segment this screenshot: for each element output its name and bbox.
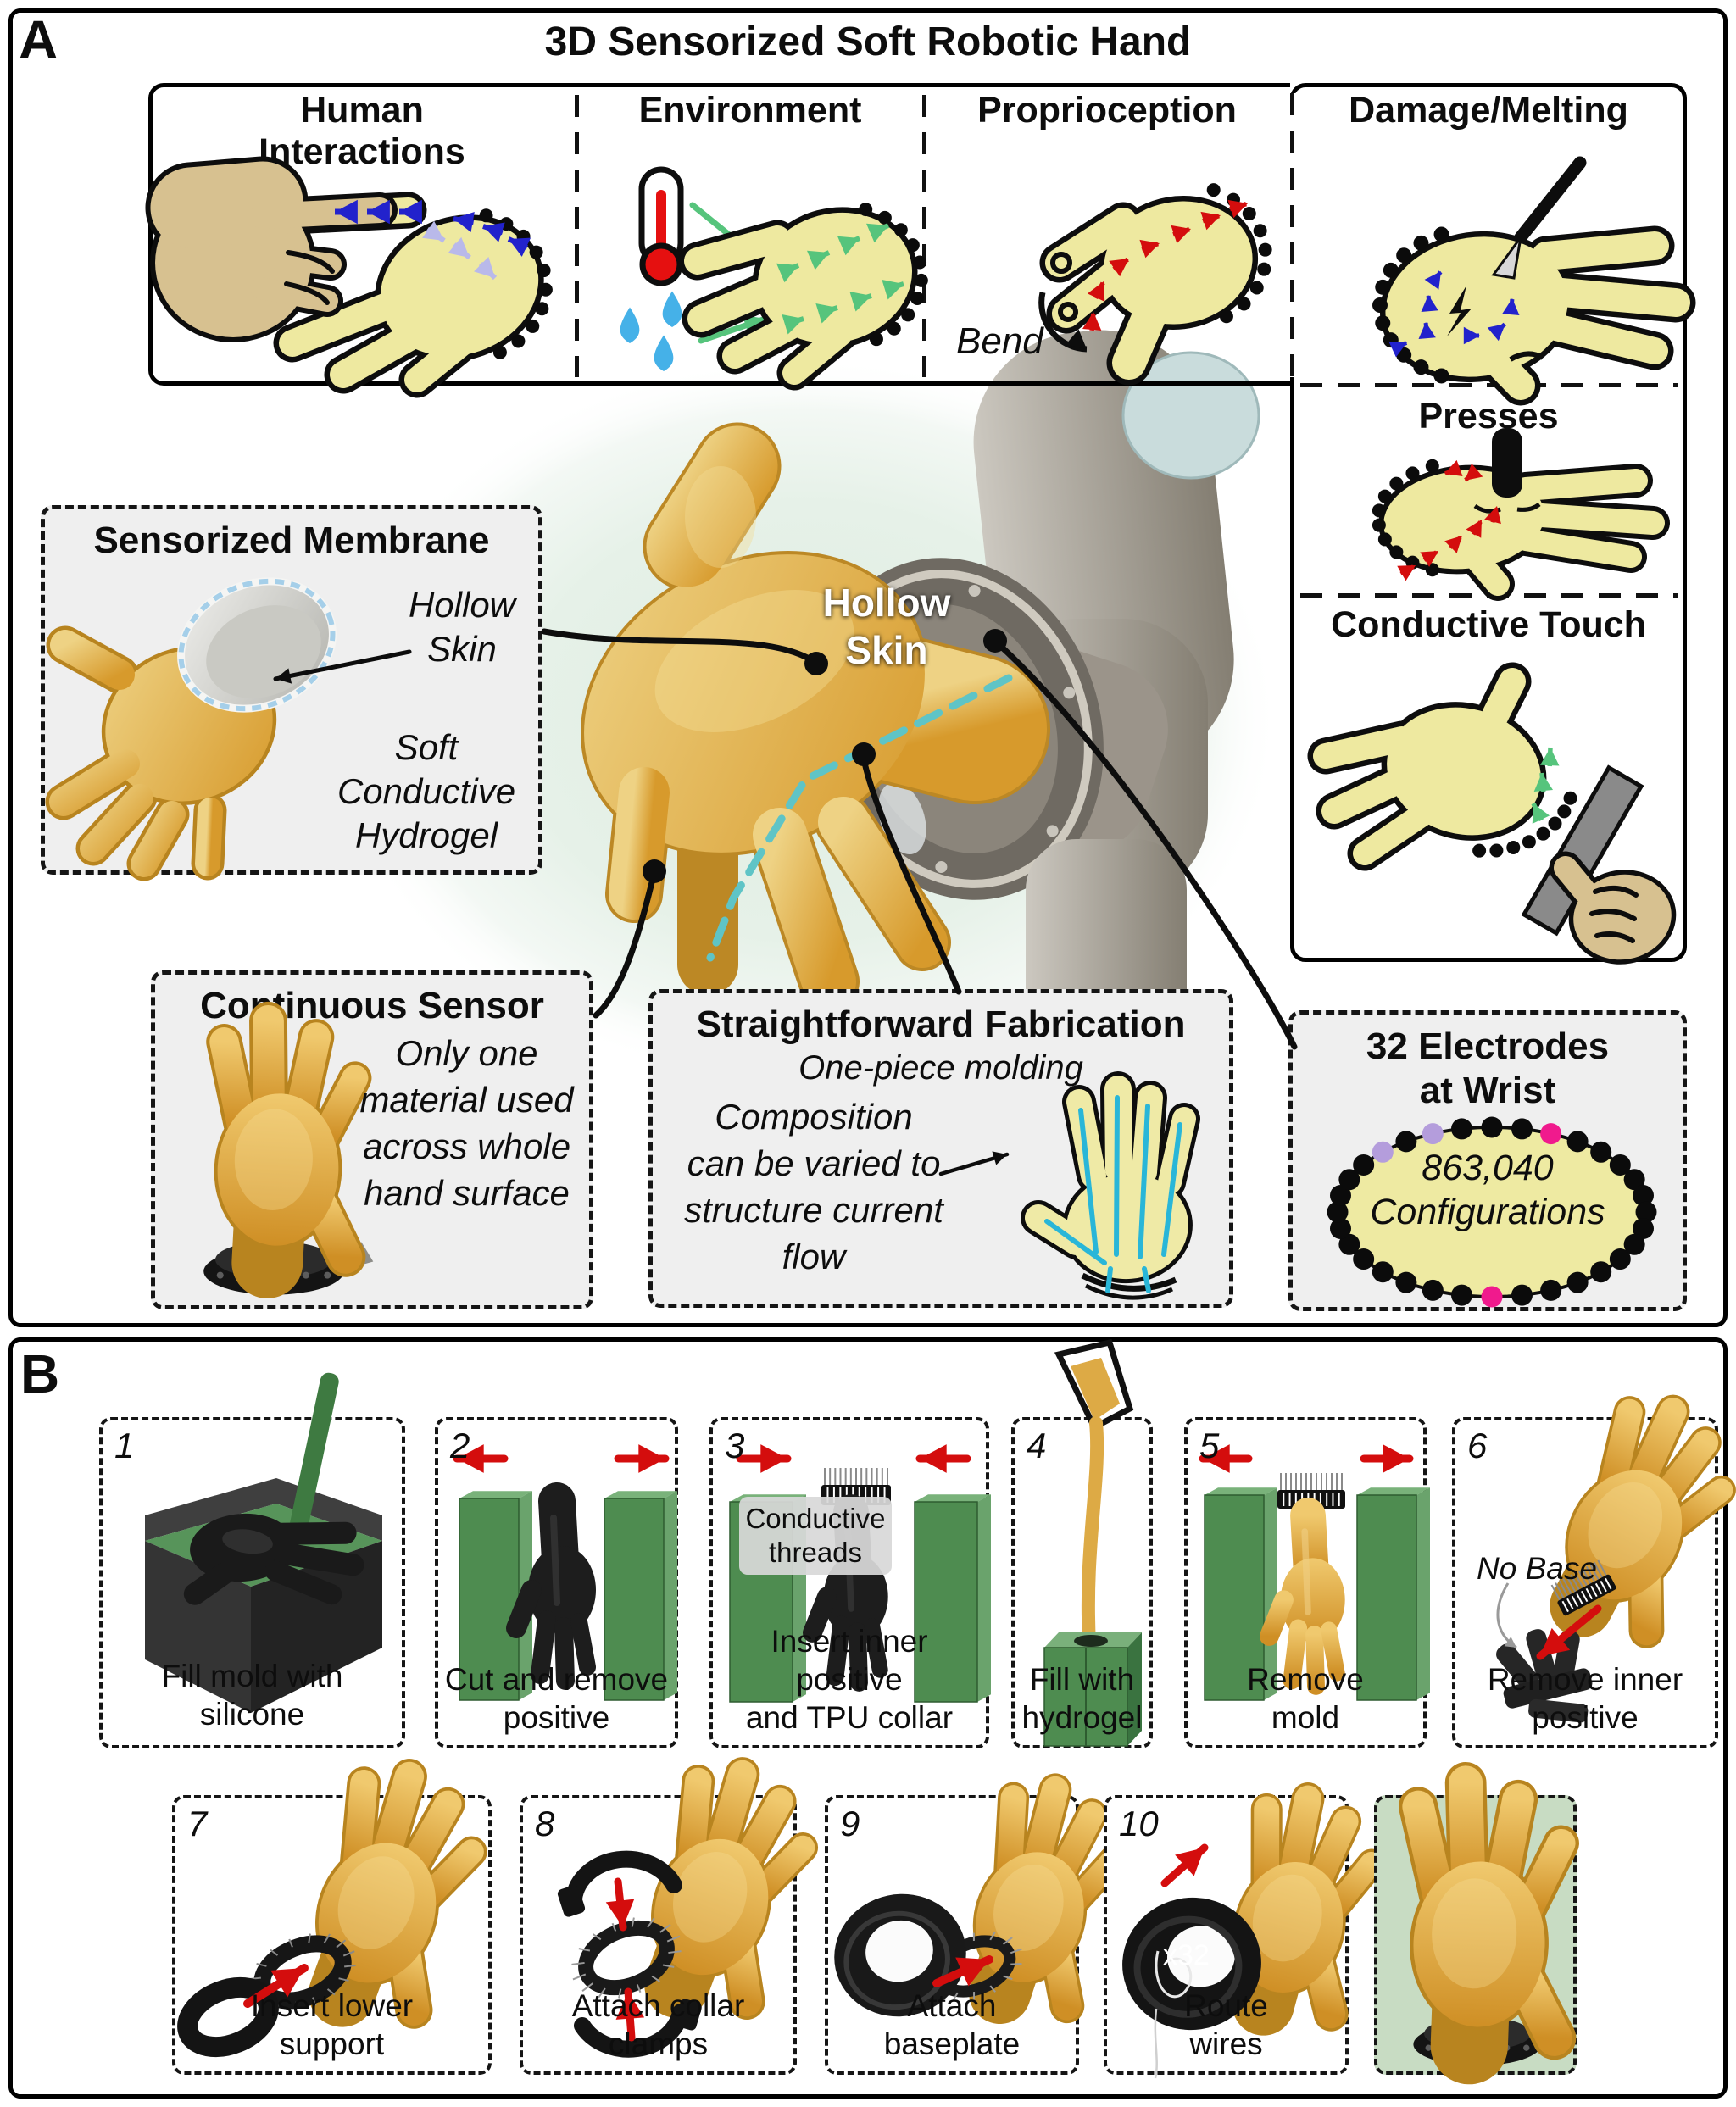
photo-hollow-skin-label: Hollow Skin [822, 581, 951, 672]
environment-illustration [620, 166, 928, 391]
step-9-number: 9 [840, 1804, 860, 1843]
sensorized-membrane-title: Sensorized Membrane [93, 520, 490, 561]
final-hand-art [1399, 1761, 1579, 2085]
electrodes-body: 863,040 Configurations [1370, 1148, 1605, 1232]
sensorized-membrane-box: Sensorized Membrane [41, 505, 542, 881]
electrodes-box: 32 Electrodes at Wrist [1288, 1010, 1687, 1311]
step-3-number: 3 [725, 1426, 745, 1465]
right-column-box [1290, 83, 1687, 962]
step-7-caption: Insert lower support [250, 1988, 414, 2061]
panel-a-label: A [19, 9, 58, 70]
section-title-proprioception: Proprioception [977, 90, 1237, 131]
fabrication-title: Straightforward Fabrication [696, 1003, 1186, 1045]
electrode-ring-illustration [1327, 1116, 1657, 1308]
step-6-caption: Remove inner positive [1487, 1662, 1683, 1735]
panel-b-label: B [20, 1343, 60, 1404]
figure-title: 3D Sensorized Soft Robotic Hand [544, 19, 1192, 64]
continuous-sensor-hand [203, 1001, 374, 1298]
section-title-conductive-touch: Conductive Touch [1331, 604, 1646, 645]
step-5-caption: Remove mold [1247, 1662, 1364, 1735]
membrane-hand-illustration [45, 577, 412, 881]
fabrication-box: Straightforward Fabrication One-piece mo… [648, 989, 1233, 1308]
step-10-art [1122, 1782, 1386, 2079]
step-9-box: 9 Attach baseplate [825, 1773, 1130, 2075]
step-3-caption: Insert inner positive and TPU collar [745, 1624, 954, 1735]
step-9-caption: Attach baseplate [883, 1988, 1021, 2061]
step-1-number: 1 [114, 1426, 135, 1465]
x32-annotation: x32 [1163, 1939, 1210, 1971]
continuous-sensor-box: Continuous Sensor [151, 970, 593, 1309]
step-8-caption: Attach collar clamps [571, 1988, 745, 2061]
step-10-box: 10 Route wires [1104, 1782, 1386, 2079]
step-2-caption: Cut and remove positive [444, 1662, 669, 1735]
step-10-caption: Route wires [1184, 1988, 1268, 2061]
separator-damage-presses [1300, 383, 1678, 387]
step-4-box: 4 Fill with hydrogel [1011, 1338, 1153, 1748]
section-title-presses: Presses [1418, 396, 1559, 436]
conductive-touch-illustration [1307, 662, 1677, 965]
step-2-number: 2 [450, 1426, 470, 1465]
top-strip-box [148, 83, 1290, 386]
separator-proprioception-damage [1290, 93, 1294, 377]
step-4-number: 4 [1027, 1426, 1047, 1465]
fabrication-glove-illustration [938, 1071, 1200, 1300]
separator-environment-proprioception [922, 95, 926, 377]
presses-illustration [1372, 428, 1670, 601]
step-7-number: 7 [187, 1804, 208, 1843]
step-1-caption: Fill mold with silicone [161, 1659, 343, 1732]
step-2-art [453, 1444, 677, 1701]
human-interactions-illustration [145, 156, 553, 398]
membrane-hydrogel-label: Soft Conductive Hydrogel [337, 727, 516, 855]
step-5-art [1199, 1444, 1430, 1701]
section-title-human-interactions: Human Interactions [259, 90, 465, 172]
section-title-damage-melting: Damage/Melting [1349, 90, 1628, 131]
electrodes-title: 32 Electrodes at Wrist [1366, 1026, 1610, 1111]
bend-annotation: Bend [956, 320, 1043, 362]
conductive-threads-annotation: Conductive threads [739, 1497, 892, 1575]
membrane-hollow-skin-label: Hollow Skin [408, 585, 516, 669]
continuous-sensor-body: Only one material used across whole hand… [359, 1033, 574, 1213]
step-1-box: 1 Fill mold with silicone [99, 1372, 405, 1748]
step-7-art [177, 1759, 487, 2058]
step-8-art [557, 1757, 819, 2058]
step-4-art [1043, 1338, 1142, 1747]
step-9-art [834, 1773, 1130, 2024]
step-6-box: 6 Remove inner positive [1452, 1394, 1736, 1748]
damage-melting-illustration [1372, 156, 1696, 406]
fabrication-body: Composition can be varied to structure c… [684, 1097, 943, 1276]
final-hand-box [1374, 1761, 1579, 2085]
step-5-box: 5 Remove mold [1184, 1417, 1430, 1748]
section-title-environment: Environment [638, 90, 862, 131]
separator-human-environment [575, 95, 579, 377]
step-10-number: 10 [1119, 1804, 1159, 1843]
step-8-number: 8 [535, 1804, 555, 1843]
step-6-art [1496, 1394, 1736, 1723]
step-8-box: 8 Attach collar clamps [520, 1757, 819, 2075]
fabrication-subtitle: One-piece molding [798, 1049, 1083, 1087]
step-3-box: 3 Insert inner positive and TPU collar [709, 1417, 991, 1748]
step-5-number: 5 [1199, 1426, 1220, 1465]
step-2-box: 2 Cut and remove positive [435, 1417, 678, 1748]
step-1-art [145, 1372, 382, 1713]
step-6-number: 6 [1467, 1426, 1488, 1465]
no-base-annotation: No Base [1477, 1551, 1597, 1586]
step-4-caption: Fill with hydrogel [1021, 1662, 1143, 1735]
proprioception-illustration [1038, 183, 1272, 386]
step-7-box: 7 Insert lower support [172, 1759, 492, 2075]
